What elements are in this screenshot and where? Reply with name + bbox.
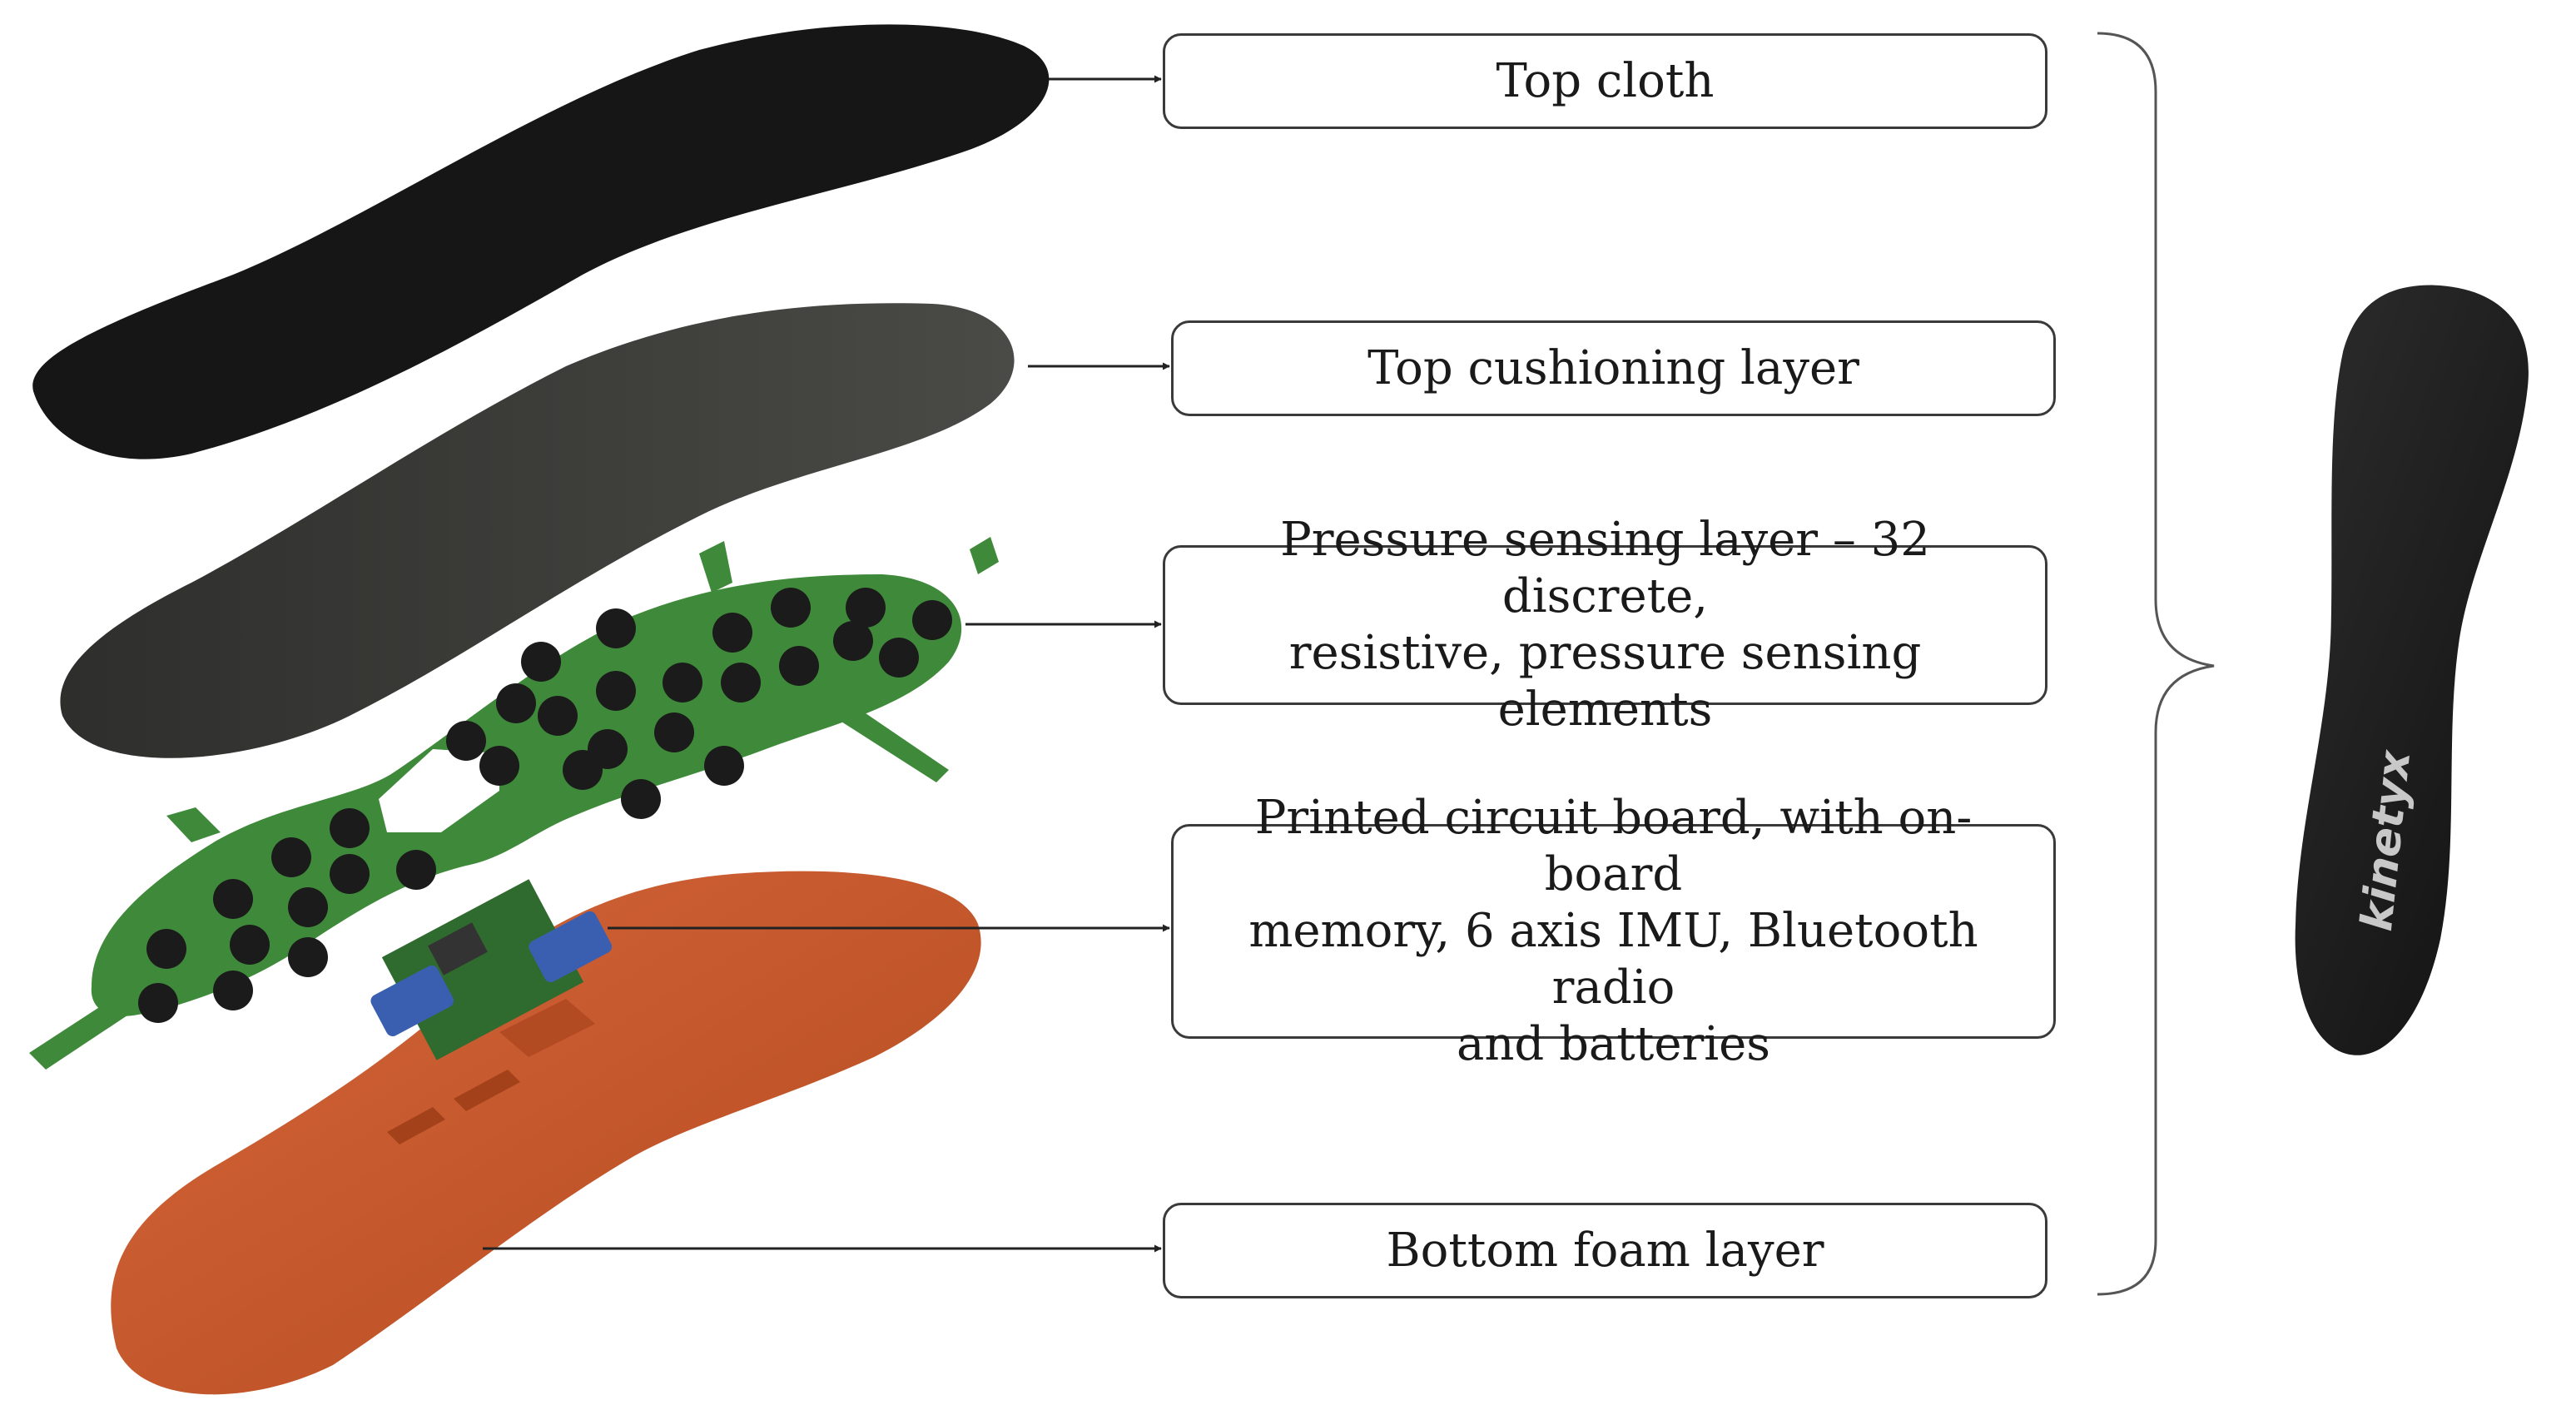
sensor-element-28 [230,925,270,965]
sensor-element-24 [396,850,436,890]
sensor-element-17 [479,746,519,786]
sensor-element-13 [654,712,694,752]
sensor-element-4 [912,600,952,640]
sensor-element-15 [538,696,578,736]
foam-slot-2 [454,1070,520,1111]
sensor-element-19 [563,750,603,790]
label-bottom-foam-text: Bottom foam layer [1386,1223,1824,1278]
label-pressure-sensing-text: Pressure sensing layer – 32 discrete, re… [1280,513,1930,737]
label-top-cushioning-text: Top cushioning layer [1367,340,1859,395]
sensor-dots [138,588,952,1023]
label-top-cloth-text: Top cloth [1496,53,1715,108]
sensor-element-21 [704,746,744,786]
sensor-tab-top [970,537,999,574]
bottom-foam-sole [111,871,981,1395]
pcb-battery-left [370,965,454,1037]
assembled-insole: kinetyx [2295,285,2529,1055]
foam-recess [499,999,595,1057]
pcb-connector [428,922,488,976]
label-top-cushioning: Top cushioning layer [1171,320,2056,416]
sensor-tab-heel [166,807,221,842]
sensor-element-30 [138,983,178,1023]
sensor-element-31 [213,971,253,1010]
sensor-element-26 [288,887,328,927]
printed-circuit-board [370,879,613,1060]
label-pressure-sensing: Pressure sensing layer – 32 discrete, re… [1163,513,2047,737]
grouping-brace [2097,32,2215,1296]
sensor-element-7 [879,638,919,678]
top-cloth-insole [32,24,1050,459]
sensor-tab-right [832,699,949,782]
label-top-cloth: Top cloth [1163,33,2047,129]
pressure-sensing-board [29,537,999,1070]
sensor-element-22 [330,808,370,848]
sensor-element-25 [271,837,311,877]
label-bottom-foam: Bottom foam layer [1163,1203,2047,1298]
sensor-element-14 [521,642,561,682]
top-cushioning-insole [60,303,1015,758]
sensor-element-27 [213,879,253,919]
sensor-element-32 [288,937,328,977]
sensor-tab-upper [699,541,732,593]
label-circuit-board-text: Printed circuit board, with on-board mem… [1248,791,1978,1071]
sensor-element-6 [779,646,819,686]
sensor-element-1 [846,588,886,628]
sensor-cutout [379,749,499,832]
pcb-battery-right [529,911,613,983]
sensor-element-10 [596,608,636,648]
sensor-element-16 [496,683,536,723]
assembled-insole-shape [2295,285,2529,1055]
sensor-element-5 [833,621,873,661]
sensor-element-3 [712,613,752,653]
foam-slot-1 [387,1107,445,1144]
sensor-element-8 [721,663,761,702]
sensor-element-9 [663,663,702,702]
sensor-element-29 [146,929,186,969]
sensor-element-23 [330,854,370,894]
label-circuit-board: Printed circuit board, with on-board mem… [1171,791,2056,1071]
sensor-element-20 [621,779,661,819]
sensor-element-11 [596,671,636,711]
sensor-element-18 [446,721,486,761]
sensor-element-2 [771,588,811,628]
bottom-foam-layer [111,871,981,1395]
